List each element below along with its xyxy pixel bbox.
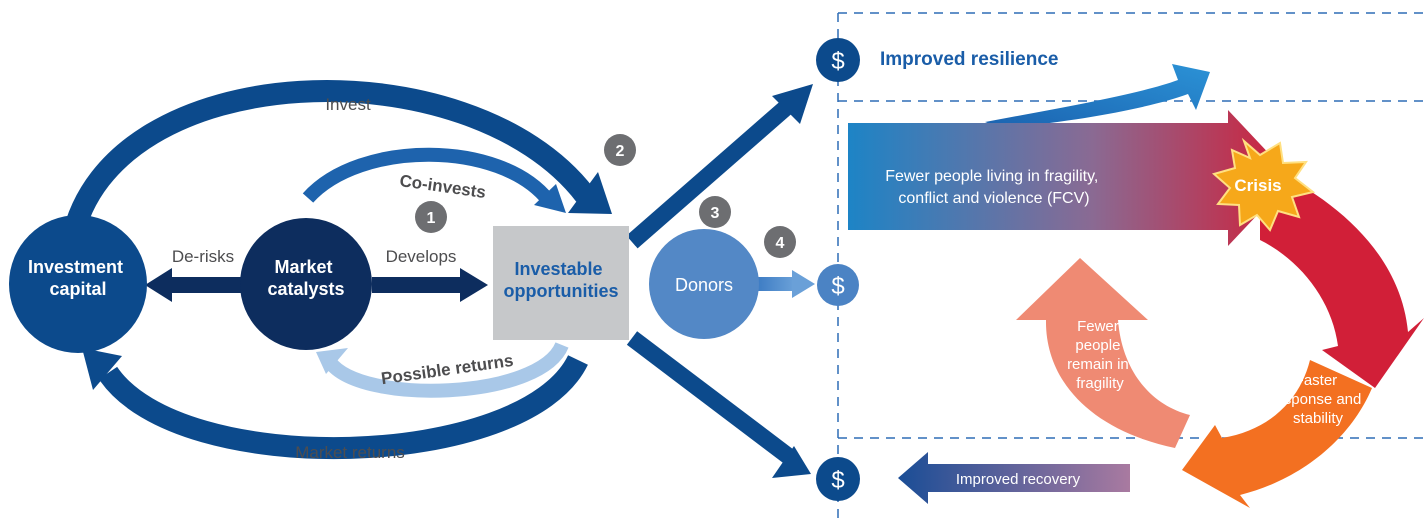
fcv-line-2: conflict and violence (FCV) — [898, 190, 1089, 207]
develops-arrow-shaft — [372, 277, 462, 293]
faster-response-line-1: Faster — [1295, 372, 1338, 389]
faster-response-line-2: response and — [1270, 391, 1361, 408]
dollar-icon-recovery — [816, 457, 860, 501]
develops-label: Develops — [386, 247, 457, 266]
fewer-remain-line-3: remain in — [1067, 356, 1129, 373]
crisis-burst — [1211, 137, 1316, 232]
resilience-flow-arrow — [626, 97, 796, 249]
fcv-band-arrow — [848, 110, 1292, 246]
step-3-number: 3 — [711, 205, 720, 222]
investment-capital-node — [9, 215, 147, 353]
market-returns-label: Market returns — [295, 443, 405, 462]
dollar-icon-donors — [817, 264, 859, 306]
fcv-label: Fewer people living in fragility, confli… — [885, 168, 1103, 207]
donors-node — [649, 229, 759, 339]
improved-resilience-label: Improved resilience — [880, 49, 1058, 70]
faster-response-label: Faster response and stability — [1270, 372, 1365, 427]
market-returns-arrowhead — [82, 348, 122, 390]
market-catalysts-node — [240, 218, 372, 350]
step-1-number: 1 — [427, 210, 436, 227]
step-4-badge — [764, 226, 796, 258]
donors-arrow-shaft — [758, 277, 794, 291]
de-risks-label: De-risks — [172, 247, 234, 266]
de-risks-arrowhead — [145, 268, 172, 302]
donors-label: Donors — [675, 275, 733, 295]
fewer-remain-label: Fewer people remain in fragility — [1067, 318, 1133, 392]
develops-arrowhead — [460, 268, 488, 302]
dollar-symbol-resilience: $ — [831, 48, 844, 75]
step-2-badge — [604, 134, 636, 166]
co-invests-label: Co-invests — [398, 171, 487, 202]
fewer-remain-line-2: people — [1075, 337, 1120, 354]
improved-resilience-arrow — [985, 64, 1210, 128]
investment-capital-line-1: Investment — [28, 257, 123, 277]
step-4-number: 4 — [776, 235, 785, 252]
possible-returns-arc — [324, 341, 569, 398]
invest-arrowhead — [568, 172, 612, 214]
dollar-icon-resilience — [816, 38, 860, 82]
investable-opportunities-line-1: Investable — [514, 259, 602, 279]
recovery-flow-arrowhead — [772, 446, 811, 478]
fewer-remain-line-4: fragility — [1076, 375, 1124, 392]
market-returns-arc — [98, 354, 588, 460]
co-invests-arc — [302, 147, 554, 205]
step-3-badge — [699, 196, 731, 228]
investment-capital-label: Investment capital — [28, 257, 128, 299]
dollar-symbol-donors: $ — [831, 273, 844, 300]
market-catalysts-label: Market catalysts — [267, 257, 344, 299]
market-catalysts-line-1: Market — [274, 257, 332, 277]
improved-recovery-label: Improved recovery — [956, 471, 1081, 488]
cycle-red-segment — [1260, 164, 1424, 388]
dollar-symbol-recovery: $ — [831, 467, 844, 494]
improved-recovery-arrow — [898, 452, 1130, 504]
crisis-label: Crisis — [1234, 176, 1281, 195]
recovery-flow-arrow — [626, 331, 794, 463]
cycle-salmon-segment — [1016, 258, 1190, 448]
step-1-badge — [415, 201, 447, 233]
investment-capital-line-2: capital — [49, 279, 106, 299]
donors-arrowhead — [792, 270, 815, 298]
investable-opportunities-label: Investable opportunities — [504, 259, 619, 301]
de-risks-arrow-shaft — [170, 277, 245, 293]
investable-opportunities-node — [493, 226, 629, 340]
investable-opportunities-line-2: opportunities — [504, 281, 619, 301]
resilience-flow-arrowhead — [772, 84, 813, 124]
invest-label: Invest — [325, 95, 371, 114]
faster-response-line-3: stability — [1293, 410, 1344, 427]
co-invests-arrowhead — [534, 184, 566, 213]
possible-returns-arrowhead — [316, 348, 348, 374]
fewer-remain-line-1: Fewer — [1077, 318, 1119, 335]
cycle-orange-segment — [1182, 360, 1372, 508]
invest-arc — [61, 80, 594, 243]
step-2-number: 2 — [616, 143, 625, 160]
fcv-line-1: Fewer people living in fragility, — [885, 168, 1098, 185]
market-catalysts-line-2: catalysts — [267, 279, 344, 299]
